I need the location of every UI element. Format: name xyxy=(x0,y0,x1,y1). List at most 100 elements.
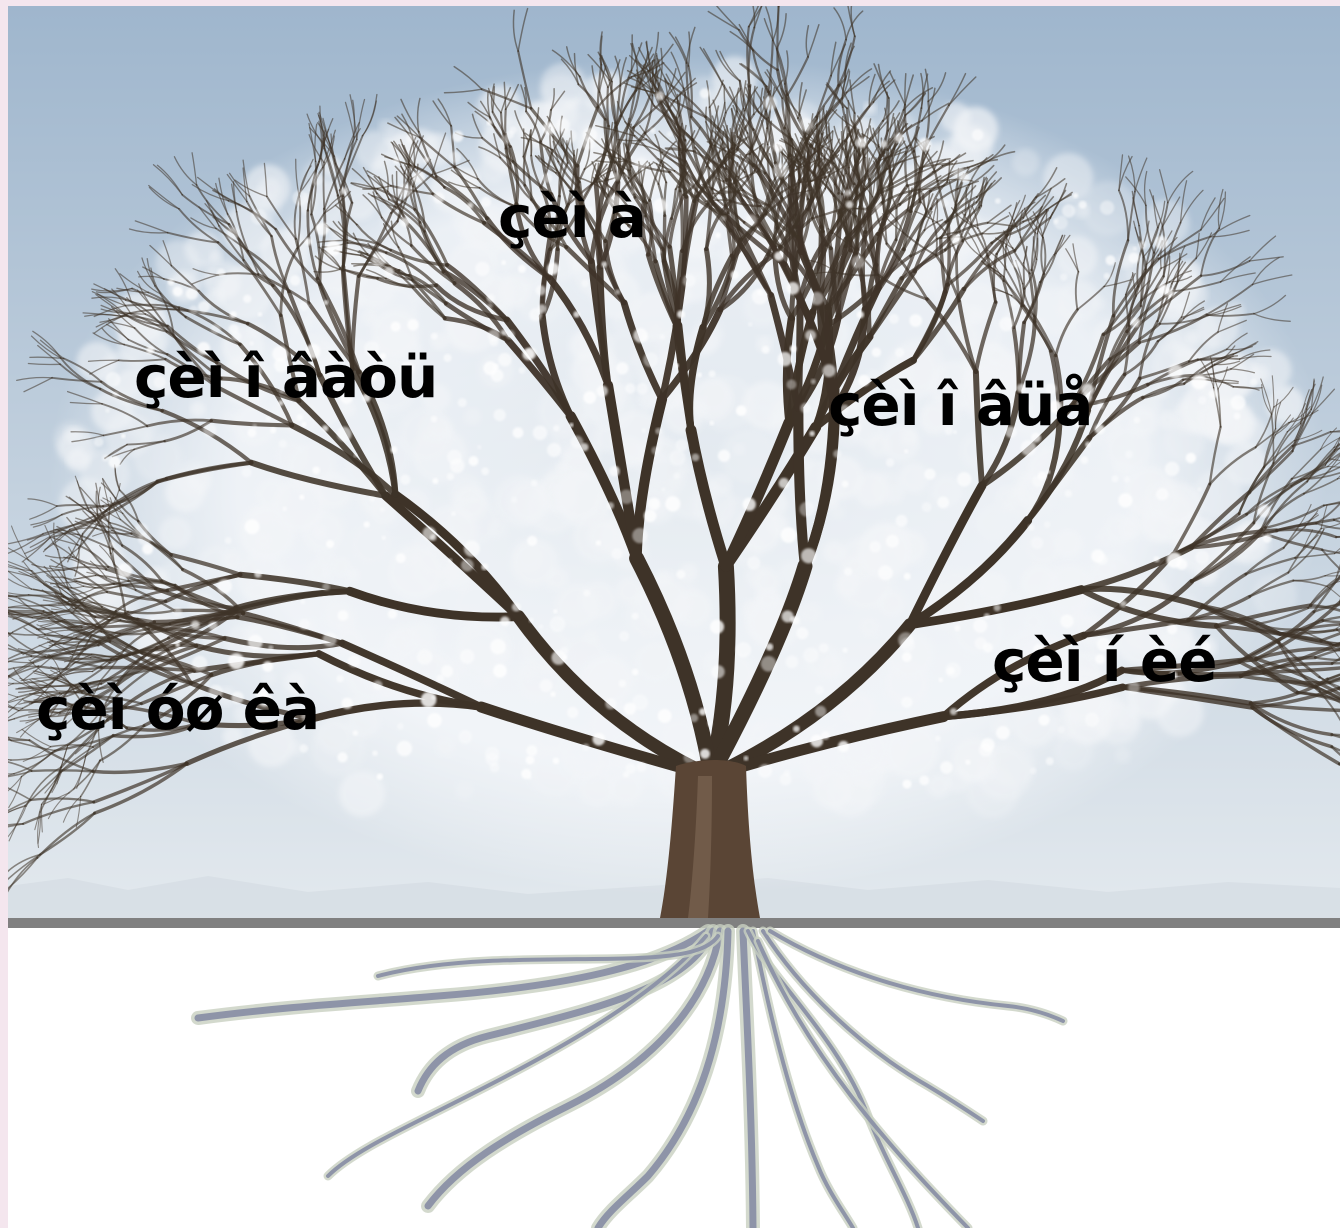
frost-speck xyxy=(677,310,685,318)
frost-speck xyxy=(683,274,696,287)
frost-speck xyxy=(773,163,787,177)
frost-speck xyxy=(567,707,578,718)
frost-speck xyxy=(543,122,556,135)
frost-speck xyxy=(624,703,636,715)
frost-speck xyxy=(1133,247,1137,251)
frost-speck xyxy=(326,540,334,548)
frost-speck xyxy=(1129,253,1140,264)
frost-speck xyxy=(690,714,698,722)
frost-speck xyxy=(676,570,685,579)
frost-speck xyxy=(889,314,899,324)
frost-speck xyxy=(843,648,848,653)
frost-blob xyxy=(556,462,569,475)
frost-blob xyxy=(379,119,394,134)
frost-blob xyxy=(1158,411,1177,430)
frost-blob xyxy=(255,532,273,550)
frost-speck xyxy=(793,726,800,733)
frost-speck xyxy=(870,541,881,552)
frost-speck xyxy=(209,621,218,630)
frost-speck xyxy=(582,744,589,751)
frost-speck xyxy=(670,450,686,466)
frost-speck xyxy=(461,559,474,572)
frost-blob xyxy=(899,462,930,493)
frost-speck xyxy=(872,348,881,357)
frost-blob xyxy=(346,568,360,582)
frost-speck xyxy=(431,416,438,423)
frost-speck xyxy=(919,776,929,786)
frost-speck xyxy=(118,563,133,578)
frost-speck xyxy=(397,741,412,756)
frost-speck xyxy=(494,409,506,421)
frost-speck xyxy=(1073,193,1078,198)
frost-speck xyxy=(886,458,894,466)
frost-speck xyxy=(1060,274,1067,281)
frost-speck xyxy=(597,385,608,396)
frost-speck xyxy=(299,619,310,630)
frost-speck xyxy=(950,708,957,715)
frost-speck xyxy=(1176,559,1187,570)
frost-speck xyxy=(297,414,304,421)
frost-speck xyxy=(699,708,706,715)
frost-speck xyxy=(1112,475,1119,482)
frost-speck xyxy=(266,416,270,420)
frost-speck xyxy=(292,190,308,206)
frost-speck xyxy=(616,362,628,374)
frost-speck xyxy=(382,536,386,540)
frost-speck xyxy=(655,428,662,435)
frost-speck xyxy=(310,173,322,185)
frost-speck xyxy=(370,497,375,502)
frost-speck xyxy=(113,392,118,397)
frost-speck xyxy=(665,496,680,511)
frost-speck xyxy=(800,118,813,131)
label-upper-right: çèì î âüå xyxy=(828,376,1092,434)
frost-speck xyxy=(922,502,932,512)
frost-speck xyxy=(279,440,287,448)
frost-speck xyxy=(110,542,115,547)
frost-speck xyxy=(1012,260,1020,268)
frost-speck xyxy=(299,495,304,500)
frost-speck xyxy=(106,372,121,387)
frost-blob xyxy=(1129,407,1158,436)
frost-speck xyxy=(580,443,588,451)
frost-speck xyxy=(252,424,257,429)
frost-speck xyxy=(1195,551,1209,565)
frost-speck xyxy=(551,650,565,664)
frost-speck xyxy=(1198,487,1202,491)
frost-speck xyxy=(1192,374,1207,389)
frost-speck xyxy=(1134,417,1140,423)
frost-speck xyxy=(500,616,510,626)
frost-speck xyxy=(643,352,658,367)
label-lower-left: çèì óø êà xyxy=(36,680,319,738)
frost-speck xyxy=(173,286,183,296)
frost-speck xyxy=(135,523,148,536)
frost-speck xyxy=(653,199,667,213)
frost-speck xyxy=(815,686,824,695)
frost-speck xyxy=(518,265,526,273)
frost-speck xyxy=(710,620,724,634)
frost-speck xyxy=(801,548,816,563)
frost-speck xyxy=(787,380,797,390)
frost-speck xyxy=(553,758,559,764)
frost-speck xyxy=(838,741,849,752)
frost-speck xyxy=(553,425,559,431)
frost-speck xyxy=(766,643,773,650)
frost-blob xyxy=(464,408,481,425)
frost-speck xyxy=(243,295,251,303)
frost-speck xyxy=(227,227,239,239)
frost-speck xyxy=(452,131,463,142)
frost-speck xyxy=(1091,550,1104,563)
frost-speck xyxy=(301,422,306,427)
frost-speck xyxy=(527,536,537,546)
frost-speck xyxy=(784,770,791,777)
frost-speck xyxy=(632,669,639,676)
tree-illustration xyxy=(8,6,1340,1228)
frost-speck xyxy=(675,364,679,368)
frost-speck xyxy=(846,201,854,209)
frost-speck xyxy=(1155,236,1168,249)
frost-blob xyxy=(867,748,880,761)
frost-speck xyxy=(612,173,620,181)
frost-speck xyxy=(707,721,712,726)
frost-speck xyxy=(746,215,757,226)
frost-speck xyxy=(529,618,534,623)
frost-speck xyxy=(632,528,647,543)
